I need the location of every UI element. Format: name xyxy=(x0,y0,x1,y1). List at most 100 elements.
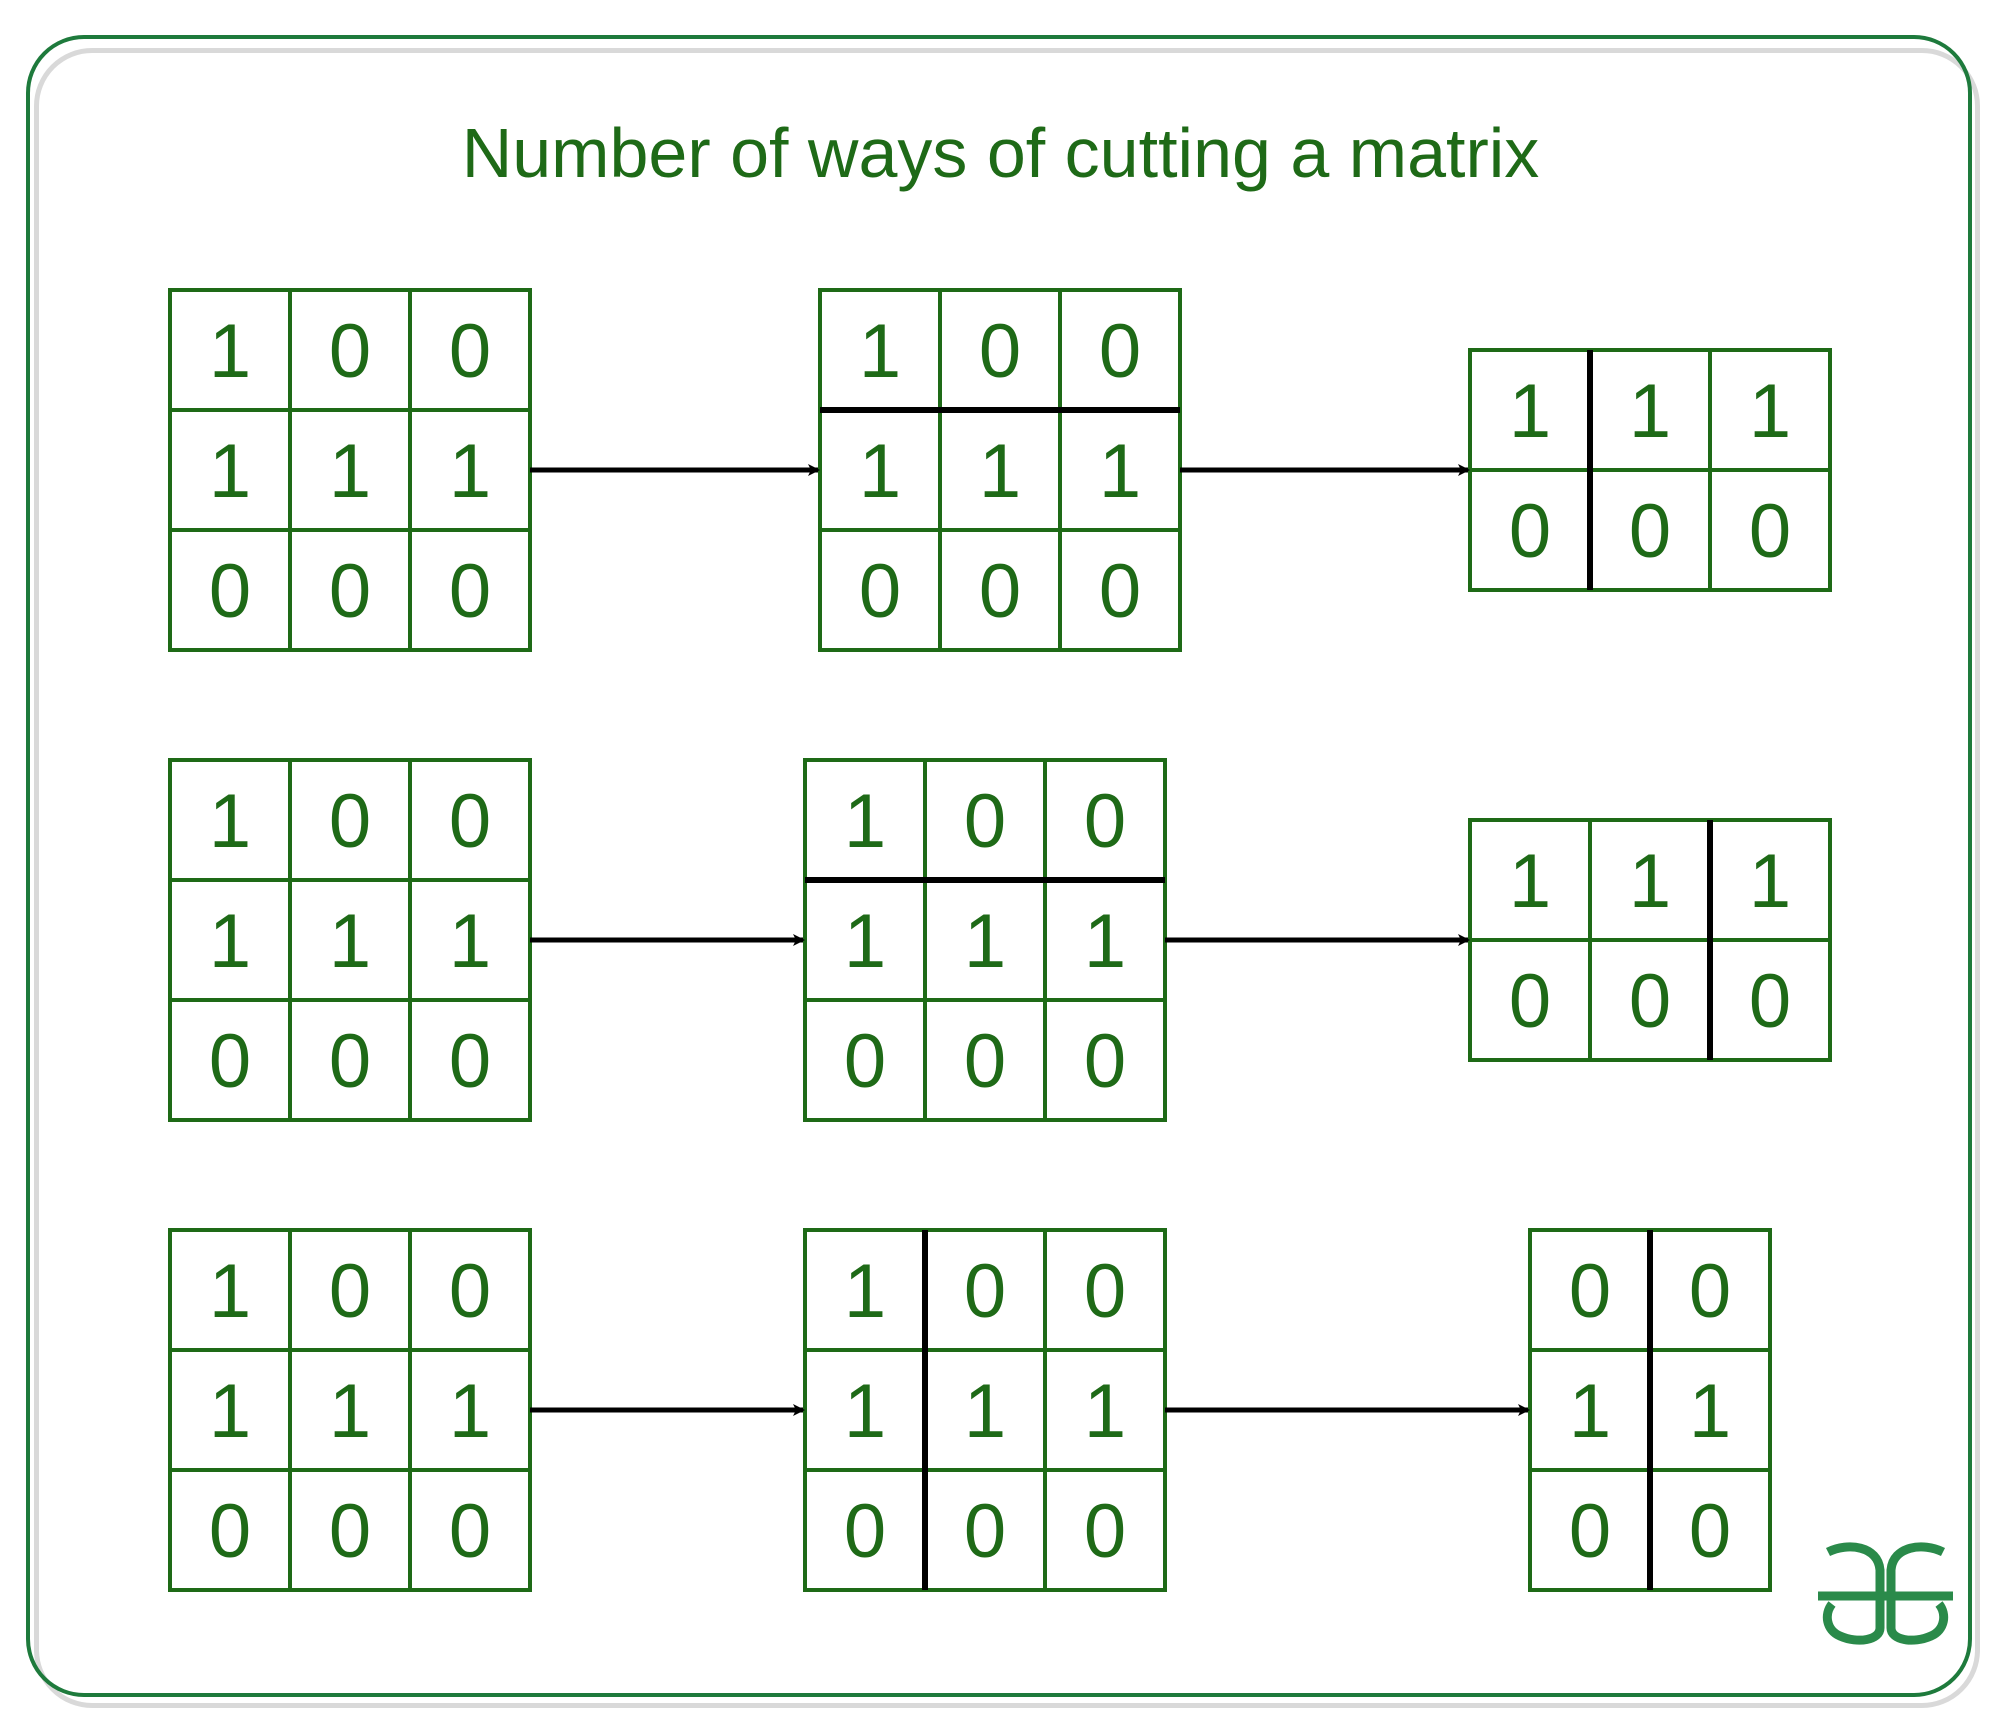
matrix-cell xyxy=(288,998,412,1122)
matrix-cell xyxy=(1648,1468,1772,1592)
matrix-cell xyxy=(1468,938,1592,1062)
cell-value: 0 xyxy=(1084,1019,1126,1104)
cell-value: 0 xyxy=(1084,1249,1126,1334)
cell-value: 1 xyxy=(1084,1369,1126,1454)
matrix-cell xyxy=(803,1468,927,1592)
matrix-cell xyxy=(803,758,927,882)
matrix-cell xyxy=(408,1348,532,1472)
matrix-cell xyxy=(168,878,292,1002)
matrix-cell xyxy=(408,1228,532,1352)
cell-value: 0 xyxy=(449,549,491,634)
matrix-cell xyxy=(408,408,532,532)
cell-value: 1 xyxy=(1509,369,1551,454)
cell-value: 0 xyxy=(449,1249,491,1334)
cell-value: 0 xyxy=(1629,959,1671,1044)
cell-value: 1 xyxy=(964,1369,1006,1454)
cell-value: 0 xyxy=(1099,549,1141,634)
matrix-cell xyxy=(288,1228,412,1352)
cell-value: 0 xyxy=(844,1489,886,1574)
cell-value: 0 xyxy=(1629,489,1671,574)
cell-value: 1 xyxy=(1569,1369,1611,1454)
cell-value: 0 xyxy=(1099,309,1141,394)
matrix-cell xyxy=(168,998,292,1122)
cell-value: 1 xyxy=(1084,899,1126,984)
matrix-cell xyxy=(1588,818,1712,942)
cell-value: 1 xyxy=(209,309,251,394)
matrix-cell xyxy=(1588,938,1712,1062)
cell-value: 1 xyxy=(329,429,371,514)
matrix-cell xyxy=(938,288,1062,412)
cell-value: 1 xyxy=(449,429,491,514)
cell-value: 0 xyxy=(964,1019,1006,1104)
matrix-cell xyxy=(923,878,1047,1002)
cell-value: 0 xyxy=(329,1019,371,1104)
matrix-cell xyxy=(408,528,532,652)
cell-value: 1 xyxy=(329,899,371,984)
cell-value: 1 xyxy=(329,1369,371,1454)
cell-value: 1 xyxy=(209,1249,251,1334)
cell-value: 1 xyxy=(209,779,251,864)
matrix-cell xyxy=(1588,468,1712,592)
cell-value: 0 xyxy=(964,1489,1006,1574)
matrix-cell xyxy=(1043,1468,1167,1592)
cell-value: 0 xyxy=(844,1019,886,1104)
cell-value: 1 xyxy=(1689,1369,1731,1454)
matrix-cell xyxy=(923,1468,1047,1592)
cell-value: 1 xyxy=(844,899,886,984)
cell-value: 0 xyxy=(449,779,491,864)
cell-value: 0 xyxy=(1569,1249,1611,1334)
matrix-cell xyxy=(288,408,412,532)
matrix-cell xyxy=(408,998,532,1122)
matrix-cell xyxy=(408,1468,532,1592)
matrix-cell xyxy=(803,1348,927,1472)
cell-value: 1 xyxy=(979,429,1021,514)
matrix-cell xyxy=(1468,818,1592,942)
cell-value: 0 xyxy=(449,1019,491,1104)
matrix-cell xyxy=(1043,998,1167,1122)
cell-value: 1 xyxy=(964,899,1006,984)
cell-value: 0 xyxy=(859,549,901,634)
matrix-cell xyxy=(818,528,942,652)
cell-value: 1 xyxy=(209,1369,251,1454)
cell-value: 1 xyxy=(1099,429,1141,514)
matrix-cell xyxy=(168,1468,292,1592)
cell-value: 0 xyxy=(329,549,371,634)
cell-value: 1 xyxy=(844,779,886,864)
matrix-cell xyxy=(1043,1228,1167,1352)
matrix-cell xyxy=(288,1348,412,1472)
cell-value: 0 xyxy=(1749,489,1791,574)
matrix-cell xyxy=(408,288,532,412)
cell-value: 1 xyxy=(844,1369,886,1454)
matrix-cell xyxy=(1528,1228,1652,1352)
matrix-cell xyxy=(938,528,1062,652)
matrix-cell xyxy=(288,528,412,652)
cell-value: 0 xyxy=(964,779,1006,864)
diagram-title: Number of ways of cutting a matrix xyxy=(461,114,1540,192)
matrix-cell xyxy=(1043,878,1167,1002)
cell-value: 0 xyxy=(329,1489,371,1574)
cell-value: 0 xyxy=(1084,779,1126,864)
matrix-cell xyxy=(168,528,292,652)
matrix-cell xyxy=(408,758,532,882)
cell-value: 1 xyxy=(1629,369,1671,454)
cell-value: 1 xyxy=(844,1249,886,1334)
cell-value: 0 xyxy=(1689,1489,1731,1574)
matrix-cell xyxy=(1468,468,1592,592)
gfg-logo xyxy=(1818,1542,1953,1645)
cell-value: 0 xyxy=(449,1489,491,1574)
cell-value: 0 xyxy=(449,309,491,394)
cell-value: 0 xyxy=(329,309,371,394)
cell-value: 0 xyxy=(979,309,1021,394)
cell-value: 1 xyxy=(449,899,491,984)
cell-value: 0 xyxy=(979,549,1021,634)
cell-value: 0 xyxy=(1509,489,1551,574)
cell-value: 0 xyxy=(209,1019,251,1104)
cell-value: 1 xyxy=(1509,839,1551,924)
